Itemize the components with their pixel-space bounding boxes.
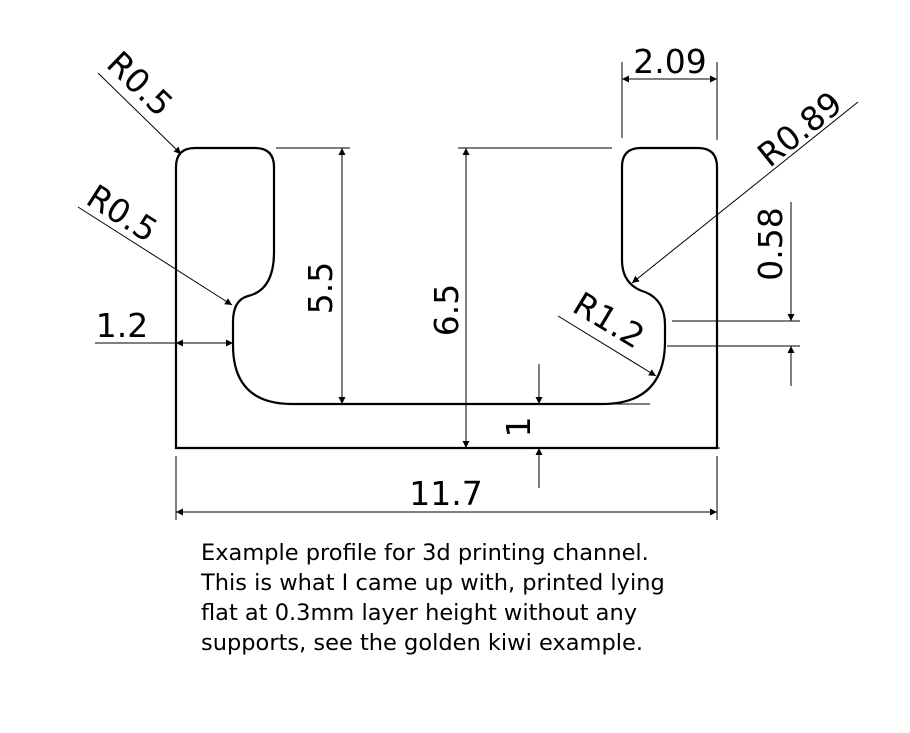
- caption-line-3: flat at 0.3mm layer height without any: [201, 600, 638, 626]
- caption: Example profile for 3d printing channel.…: [201, 538, 761, 658]
- label-base-thickness: 1: [499, 417, 538, 438]
- leader-radius-top-right: [631, 101, 859, 284]
- caption-line-2: This is what I came up with, printed lyi…: [201, 570, 665, 596]
- label-radius-top-left: R0.5: [99, 44, 180, 124]
- caption-line-1: Example profile for 3d printing channel.: [201, 540, 649, 566]
- label-radius-bottom-right: R1.2: [567, 284, 652, 356]
- label-outer-height: 6.5: [427, 284, 466, 336]
- dimension-lines: [95, 75, 795, 516]
- extension-lines: [175, 62, 800, 520]
- label-wall-thickness: 1.2: [96, 306, 148, 345]
- label-radius-top-right: R0.89: [750, 84, 849, 175]
- label-top-width: 2.09: [633, 42, 706, 81]
- radius-leaders: [77, 72, 859, 377]
- label-radius-left-inner: R0.5: [80, 177, 165, 250]
- leader-radius-bottom-right: [557, 315, 657, 377]
- label-overall-width: 11.7: [409, 474, 482, 513]
- leader-radius-top-left: [97, 72, 182, 155]
- label-inner-height: 5.5: [301, 262, 340, 314]
- leader-radius-left-inner: [77, 206, 233, 306]
- caption-line-4: supports, see the golden kiwi example.: [201, 630, 643, 656]
- label-lip-depth: 0.58: [751, 207, 790, 280]
